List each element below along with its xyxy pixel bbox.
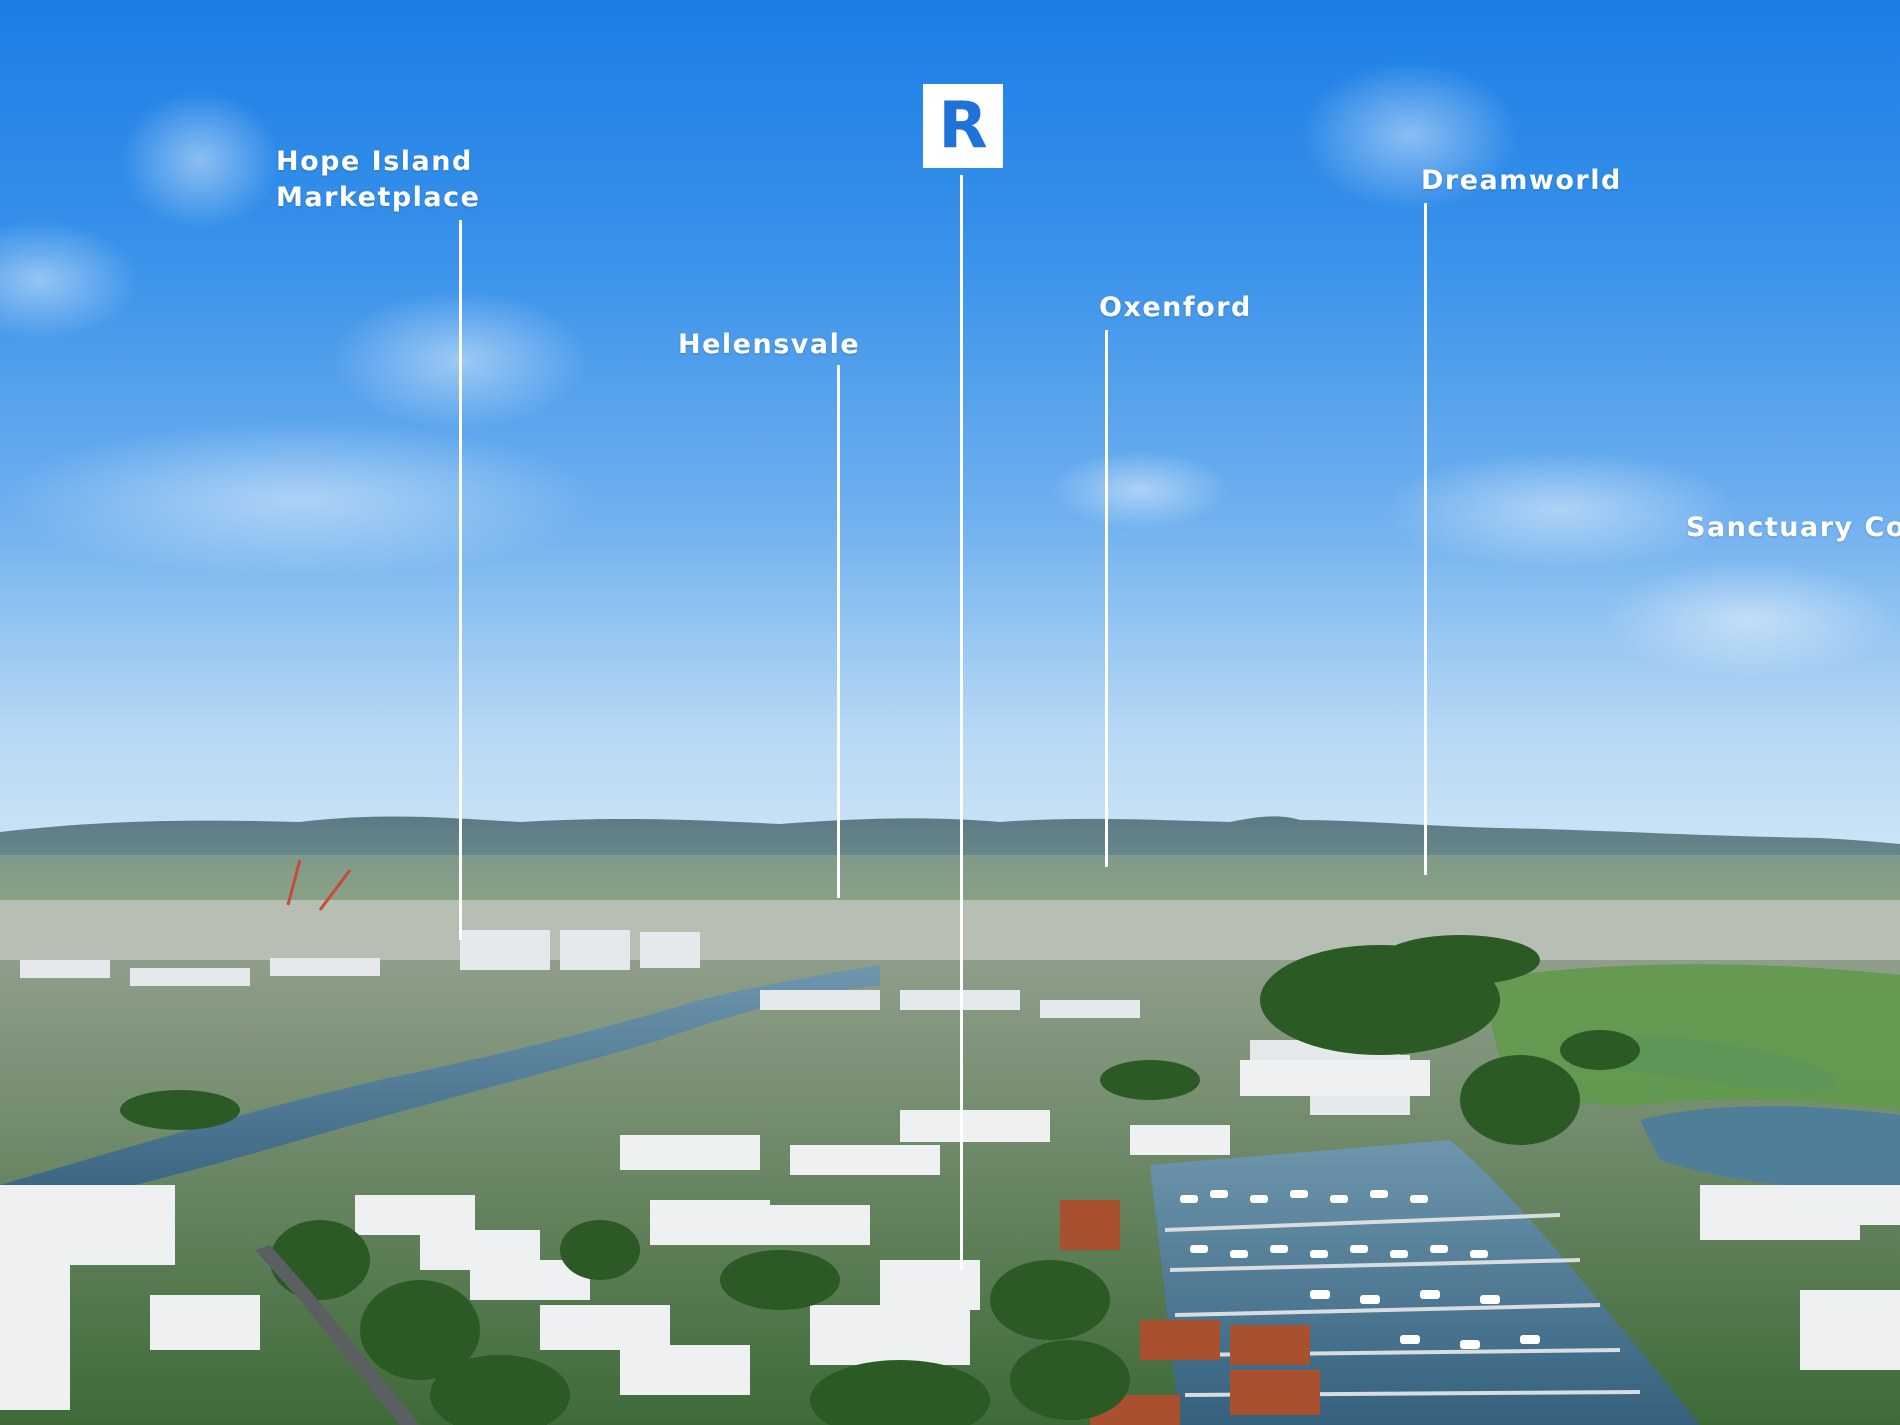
trees (120, 935, 1640, 1425)
lake-right-2 (1640, 1106, 1900, 1189)
cranes (286, 859, 352, 911)
cloud (1600, 560, 1900, 680)
label-sanctuary-cove: Sanctuary Co (1686, 510, 1900, 546)
road (255, 1245, 420, 1425)
label-line: Dreamworld (1421, 165, 1622, 196)
canal-left (0, 965, 880, 1215)
red-roofs (1060, 1200, 1320, 1425)
label-dreamworld: Dreamworld (1421, 163, 1622, 199)
label-line: Oxenford (1099, 292, 1252, 323)
cloud (1300, 60, 1520, 210)
pin-hope-island-marketplace (459, 220, 462, 940)
pin-dreamworld (1424, 203, 1427, 875)
property-pin-line (960, 175, 963, 1270)
label-hope-island-marketplace: Hope Island Marketplace (276, 144, 480, 216)
label-line: Helensvale (678, 329, 861, 360)
label-oxenford: Oxenford (1099, 290, 1252, 326)
brand-logo: R (923, 84, 1003, 168)
cloud (0, 420, 600, 580)
cloud (1050, 450, 1230, 530)
pin-oxenford (1105, 330, 1108, 867)
houses-near (0, 1060, 1900, 1410)
brand-logo-letter: R (938, 89, 988, 163)
cloud (1380, 450, 1740, 570)
label-helensvale: Helensvale (678, 327, 860, 363)
golf-course (1480, 964, 1900, 1110)
boats (1180, 1190, 1540, 1349)
cloud (120, 90, 280, 230)
pin-helensvale (837, 365, 840, 898)
label-line: Marketplace (276, 182, 481, 213)
label-line: Sanctuary Co (1686, 512, 1900, 543)
label-line: Hope Island (276, 146, 473, 177)
